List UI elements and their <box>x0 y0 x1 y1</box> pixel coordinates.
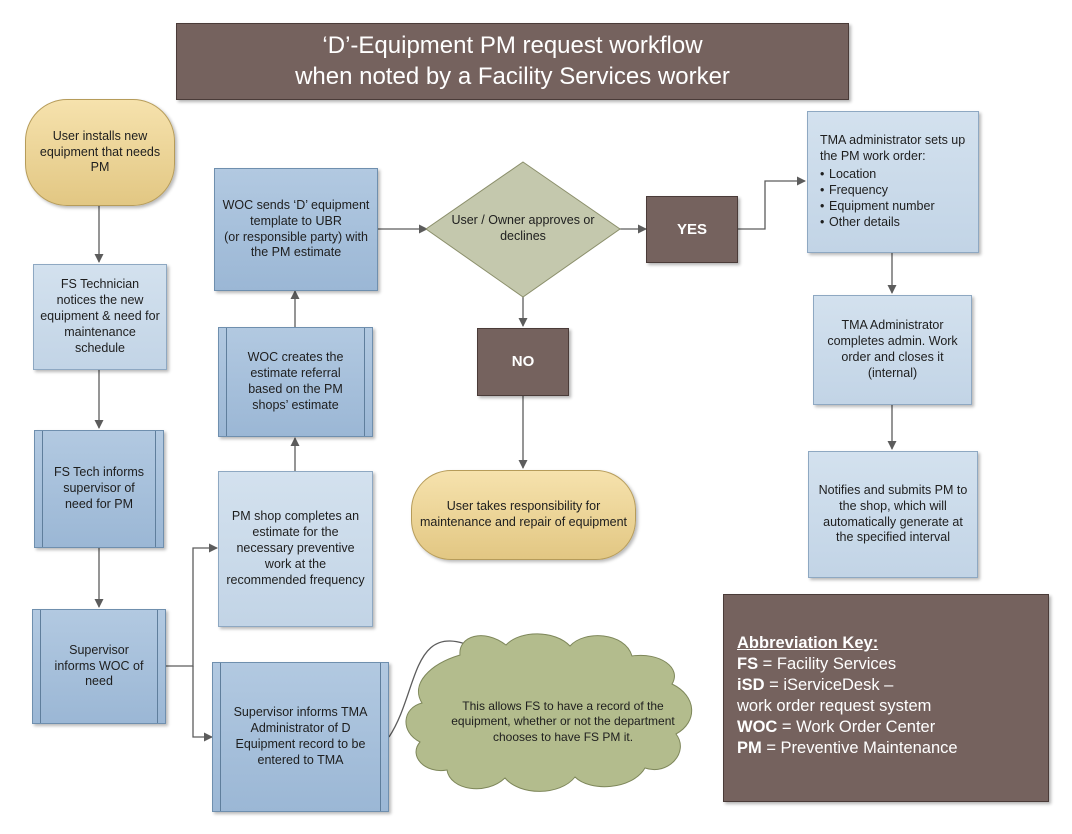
key-abbr-fs: FS <box>737 654 759 673</box>
key-abbr-woc: WOC <box>737 717 778 736</box>
pm-detail-equipment-number: Equipment number <box>820 199 935 215</box>
woc-sends-label-line-2: (or responsible party) with the PM estim… <box>224 229 368 260</box>
user-installs-terminal: User installs new equipment that needs P… <box>25 99 175 206</box>
pm-details-list: Location Frequency Equipment number Othe… <box>820 167 935 231</box>
key-row-isd: iSD = iServiceDesk – <box>737 675 1038 696</box>
fs-tech-informs-label: FS Tech informs supervisor of need for P… <box>53 465 145 511</box>
pm-detail-frequency: Frequency <box>820 183 935 199</box>
fs-tech-informs-box: FS Tech informs supervisor of need for P… <box>34 430 164 548</box>
supervisor-informs-tma-box: Supervisor informs TMA Administrator of … <box>212 662 389 812</box>
pm-detail-other-details: Other details <box>820 215 935 231</box>
user-takes-terminal: User takes responsibility for maintenanc… <box>411 470 636 560</box>
user-takes-label: User takes responsibility for maintenanc… <box>419 499 628 529</box>
title-line-1: ‘D’-Equipment PM request workflow <box>322 32 703 60</box>
abbreviation-key-heading: Abbreviation Key: <box>737 634 879 652</box>
key-meaning-woc: = Work Order Center <box>777 717 936 736</box>
woc-sends-box: WOC sends ‘D’ equipment template to UBR … <box>214 168 378 291</box>
connector-supervisor-to-pmshop <box>166 543 218 667</box>
cloud-note-wrap: This allows FS to have a record of the e… <box>443 685 683 759</box>
key-abbr-isd: iSD <box>737 675 765 694</box>
yes-box: YES <box>646 196 738 263</box>
key-meaning-pm: = Preventive Maintenance <box>761 738 958 757</box>
diagram-title: ‘D’-Equipment PM request workflow when n… <box>176 23 849 100</box>
tma-sets-up-intro: TMA administrator sets up the PM work or… <box>820 133 966 164</box>
abbreviation-key: Abbreviation Key: FS = Facility Services… <box>723 594 1049 802</box>
user-installs-label: User installs new equipment that needs P… <box>39 128 161 175</box>
key-row-pm: PM = Preventive Maintenance <box>737 738 1038 759</box>
no-label: NO <box>511 353 535 371</box>
key-meaning-isd: = iServiceDesk – <box>764 675 894 694</box>
woc-creates-label: WOC creates the estimate referral based … <box>247 350 344 412</box>
tma-sets-up-box: TMA administrator sets up the PM work or… <box>807 111 979 253</box>
key-row-isd-continued: work order request system <box>737 696 1038 717</box>
key-meaning-isd-continued: work order request system <box>737 696 932 715</box>
cloud-note-label: This allows FS to have a record of the e… <box>451 699 675 744</box>
decision-label: User / Owner approves or declines <box>451 213 595 243</box>
notifies-box: Notifies and submits PM to the shop, whi… <box>808 451 978 578</box>
woc-creates-box: WOC creates the estimate referral based … <box>218 327 373 437</box>
supervisor-informs-tma-label: Supervisor informs TMA Administrator of … <box>233 705 368 767</box>
fs-technician-label: FS Technician notices the new equipment … <box>40 277 160 355</box>
title-line-2: when noted by a Facility Services worker <box>295 62 730 90</box>
pm-detail-location: Location <box>820 167 935 183</box>
tma-completes-box: TMA Administrator completes admin. Work … <box>813 295 972 405</box>
supervisor-informs-woc-label: Supervisor informs WOC of need <box>54 642 144 689</box>
connector-yes-to-tma-sets <box>738 176 806 230</box>
key-meaning-fs: = Facility Services <box>758 654 897 673</box>
key-abbr-pm: PM <box>737 738 762 757</box>
key-row-woc: WOC = Work Order Center <box>737 717 1038 738</box>
decision-label-wrap: User / Owner approves or declines <box>448 196 598 262</box>
pm-shop-completes-label: PM shop completes an estimate for the ne… <box>226 509 365 587</box>
supervisor-informs-woc-box: Supervisor informs WOC of need <box>32 609 166 724</box>
no-box: NO <box>477 328 569 396</box>
key-row-fs: FS = Facility Services <box>737 654 1038 675</box>
tma-completes-label: TMA Administrator completes admin. Work … <box>827 318 958 380</box>
notifies-label: Notifies and submits PM to the shop, whi… <box>818 482 968 545</box>
pm-shop-completes-box: PM shop completes an estimate for the ne… <box>218 471 373 627</box>
yes-label: YES <box>676 220 707 238</box>
connector-supervisor-to-tma-record <box>192 666 213 742</box>
woc-sends-label-line-1: WOC sends ‘D’ equipment template to UBR <box>222 197 370 228</box>
fs-technician-box: FS Technician notices the new equipment … <box>33 264 167 370</box>
